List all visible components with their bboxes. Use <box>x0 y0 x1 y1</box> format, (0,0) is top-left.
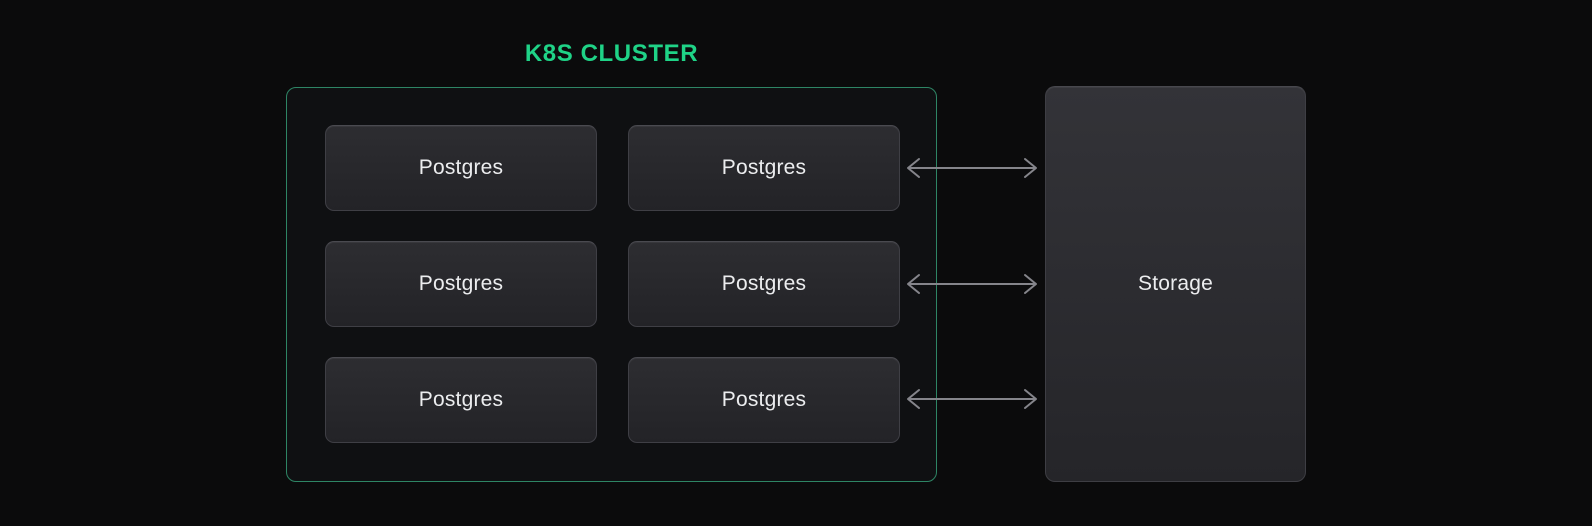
postgres-node-label: Postgres <box>721 156 807 179</box>
postgres-node-label: Postgres <box>418 272 504 295</box>
storage-label: Storage <box>1138 272 1213 295</box>
k8s-cluster-box: Postgres Postgres Postgres Postgres Post… <box>286 87 937 482</box>
storage-box: Storage <box>1045 86 1306 482</box>
bidirectional-arrow-icon <box>902 386 1042 412</box>
bidirectional-arrow-icon <box>902 271 1042 297</box>
postgres-node: Postgres <box>325 357 597 443</box>
postgres-node: Postgres <box>628 357 900 443</box>
k8s-cluster-title: K8S CLUSTER <box>524 40 699 67</box>
postgres-node-label: Postgres <box>721 272 807 295</box>
postgres-node: Postgres <box>325 125 597 211</box>
postgres-node: Postgres <box>325 241 597 327</box>
postgres-node-label: Postgres <box>418 388 504 411</box>
postgres-node: Postgres <box>628 241 900 327</box>
bidirectional-arrow-icon <box>902 155 1042 181</box>
postgres-node-label: Postgres <box>418 156 504 179</box>
postgres-node: Postgres <box>628 125 900 211</box>
postgres-node-label: Postgres <box>721 388 807 411</box>
